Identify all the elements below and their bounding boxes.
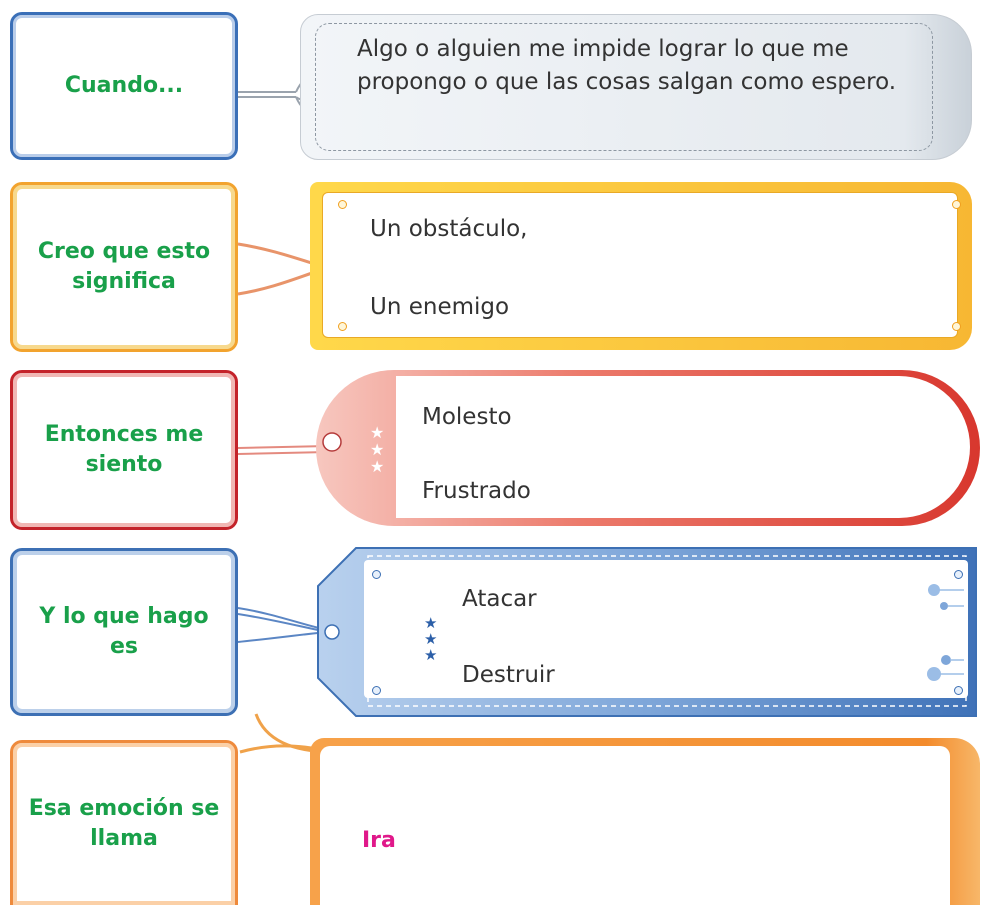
svg-text:★: ★ — [370, 457, 384, 476]
pin-dot-icon — [372, 686, 381, 695]
pin-dot-icon — [952, 322, 961, 331]
label-significa: Creo que esto significa — [37, 239, 211, 294]
answer-significa-2: Un enemigo — [370, 294, 510, 320]
eyelet-icon — [322, 432, 342, 452]
answer-tag-siento: ★ ★ ★ Molesto Frustrado — [316, 370, 980, 526]
svg-text:★: ★ — [424, 614, 437, 632]
tag-inner-panel — [320, 746, 950, 905]
label-card-hago: Y lo que hago es — [10, 548, 238, 716]
pin-dot-icon — [372, 570, 381, 579]
answer-significa-1: Un obstáculo, — [370, 216, 528, 242]
answer-tag-hago: ★ ★ ★ Atacar Destruir — [316, 546, 982, 718]
label-card-cuando: Cuando... — [10, 12, 238, 160]
answer-siento-1: Molesto — [422, 404, 512, 430]
label-emocion: Esa emoción se llama — [28, 796, 220, 851]
label-siento: Entonces me siento — [44, 422, 204, 477]
tag-stitching — [315, 23, 933, 151]
answer-hago-2: Destruir — [462, 662, 555, 688]
pin-dot-icon — [954, 570, 963, 579]
label-hago: Y lo que hago es — [39, 604, 209, 659]
svg-text:★: ★ — [424, 630, 437, 648]
circuit-dots-icon — [927, 584, 964, 681]
answer-siento-2: Frustrado — [422, 478, 531, 504]
label-card-significa: Creo que esto significa — [10, 182, 238, 352]
answer-emocion: Ira — [362, 828, 396, 853]
svg-text:★: ★ — [370, 440, 384, 459]
answer-cuando: Algo o alguien me impide lograr lo que m… — [357, 36, 897, 95]
answer-hago-1: Atacar — [462, 586, 537, 612]
pin-dot-icon — [952, 200, 961, 209]
label-card-siento: Entonces me siento — [10, 370, 238, 530]
pin-dot-icon — [338, 322, 347, 331]
tag-inner-panel — [364, 560, 968, 698]
star-icon: ★ ★ ★ — [424, 614, 437, 664]
svg-text:★: ★ — [370, 424, 384, 442]
star-icon: ★ ★ ★ — [370, 424, 384, 476]
label-card-emocion: Esa emoción se llama — [10, 740, 238, 905]
tag-inner-panel — [322, 192, 958, 338]
answer-tag-emocion: Ira — [310, 738, 980, 905]
pin-dot-icon — [954, 686, 963, 695]
pin-dot-icon — [338, 200, 347, 209]
string-loop-icon — [237, 445, 329, 455]
label-cuando: Cuando... — [64, 73, 184, 99]
tag-inner-panel — [396, 376, 970, 518]
answer-tag-cuando: Algo o alguien me impide lograr lo que m… — [300, 14, 972, 160]
svg-text:★: ★ — [424, 646, 437, 664]
answer-tag-significa: Un obstáculo, Un enemigo — [310, 182, 972, 350]
